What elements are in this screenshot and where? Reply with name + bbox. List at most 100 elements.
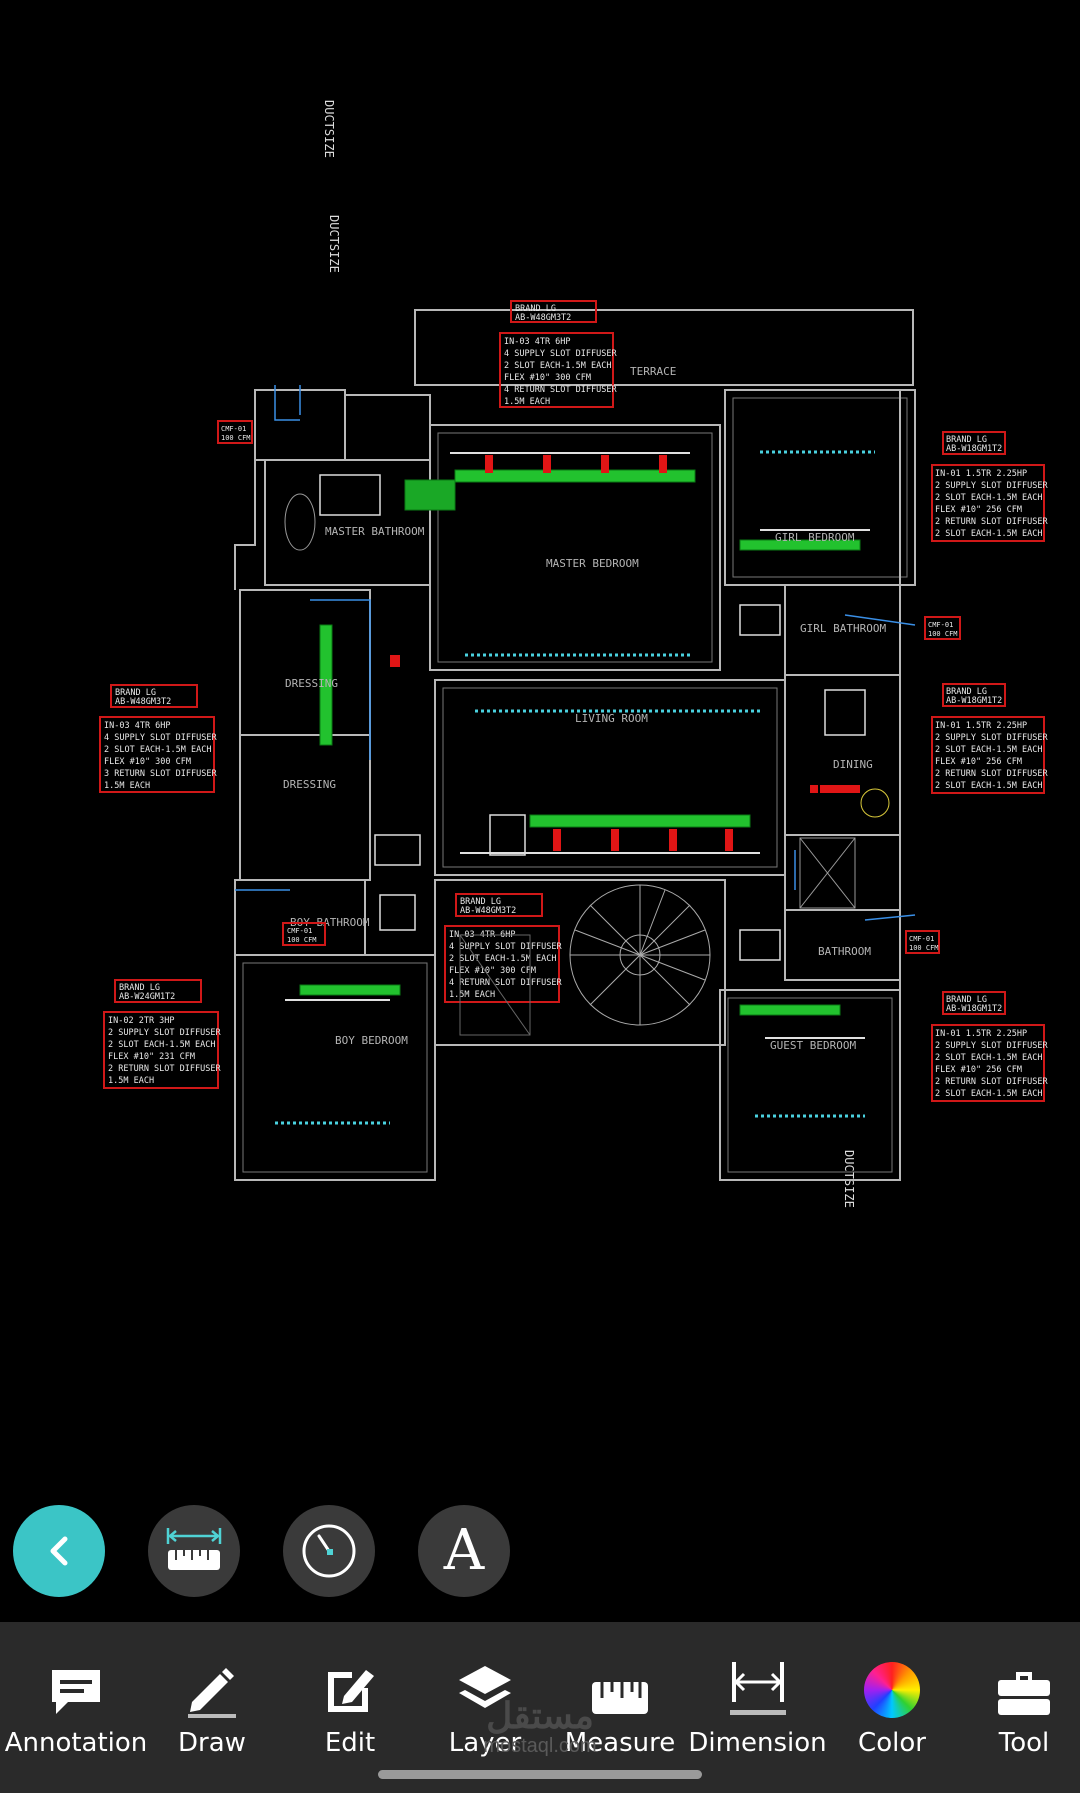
note-line: 100 CFM: [928, 630, 958, 638]
quick-text-button[interactable]: A: [418, 1505, 510, 1597]
note-line: AB-W18GM1T2: [946, 1004, 1002, 1014]
room-label-girl-bathroom: GIRL BATHROOM: [800, 622, 886, 635]
toolbar-edit[interactable]: Edit: [290, 1622, 410, 1762]
duct-size-label: DUCTSIZE: [327, 215, 341, 273]
room-label-boy-bedroom: BOY BEDROOM: [335, 1034, 408, 1047]
note-line: 4 RETURN SLOT DIFFUSER: [504, 385, 617, 395]
toolbar-color[interactable]: Color: [832, 1622, 952, 1762]
pencil-icon: [188, 1668, 236, 1718]
note-line: 2 SLOT EACH-1.5M EACH: [449, 954, 556, 964]
note-line: 4 SUPPLY SLOT DIFFUSER: [504, 349, 617, 359]
note-line: 4 RETURN SLOT DIFFUSER: [449, 978, 562, 988]
note-line: CMF-01: [221, 425, 246, 433]
note-line: IN-03 4TR 6HP: [104, 721, 171, 731]
note-line: 2 SUPPLY SLOT DIFFUSER: [935, 481, 1048, 491]
dimension-icon: [729, 1662, 786, 1715]
note-line: CMF-01: [909, 935, 934, 943]
ruler-icon: [592, 1682, 648, 1714]
note-line: CMF-01: [928, 621, 953, 629]
toolbar-tool[interactable]: Tool: [968, 1622, 1080, 1762]
spiral-stair: [569, 884, 711, 1026]
note-line: IN-01 1.5TR 2.25HP: [935, 469, 1027, 479]
room-label-boy-bathroom: BOY BATHROOM: [290, 916, 370, 929]
toolbar-annotation[interactable]: Annotation: [0, 1622, 152, 1762]
room-label-terrace: TERRACE: [630, 365, 676, 378]
toolbar-label: Annotation: [4, 1728, 148, 1758]
annotation-icon: [52, 1670, 100, 1714]
note-line: AB-W18GM1T2: [946, 696, 1002, 706]
note-line: 2 RETURN SLOT DIFFUSER: [935, 1077, 1048, 1087]
back-button[interactable]: [13, 1505, 105, 1597]
note-line: AB-W48GM3T2: [460, 906, 516, 916]
note-line: AB-W48GM3T2: [115, 697, 171, 707]
chevron-left-icon: [50, 1536, 68, 1566]
room-label-girl-bedroom: GIRL BEDROOM: [775, 531, 855, 544]
fixtures: [284, 493, 890, 1036]
toolbar-draw[interactable]: Draw: [152, 1622, 272, 1762]
note-line: 2 SLOT EACH-1.5M EACH: [935, 529, 1042, 539]
room-label-master-bathroom: MASTER BATHROOM: [325, 525, 425, 538]
note-line: FLEX #10" 300 CFM: [504, 373, 591, 383]
note-line: BRAND LG: [515, 304, 556, 314]
note-line: 2 SUPPLY SLOT DIFFUSER: [935, 733, 1048, 743]
note-line: 3 RETURN SLOT DIFFUSER: [104, 769, 217, 779]
toolbar-dimension[interactable]: Dimension: [688, 1622, 827, 1762]
quick-angle-button[interactable]: [283, 1505, 375, 1597]
note-line: 100 CFM: [287, 936, 317, 944]
note-line: IN-03 4TR 6HP: [504, 337, 571, 347]
return-diffusers: [275, 450, 875, 1125]
slot-diffusers: [285, 452, 870, 1039]
note-line: 2 SLOT EACH-1.5M EACH: [104, 745, 211, 755]
note-line: BRAND LG: [946, 687, 987, 697]
room-label-living-room: LIVING ROOM: [575, 712, 648, 725]
note-line: AB-W24GM1T2: [119, 992, 175, 1002]
note-line: IN-01 1.5TR 2.25HP: [935, 721, 1027, 731]
toolbar-label: Dimension: [688, 1728, 827, 1758]
note-line: FLEX #10" 231 CFM: [108, 1052, 195, 1062]
room-label-dining: DINING: [833, 758, 873, 771]
note-line: 2 SLOT EACH-1.5M EACH: [935, 1089, 1042, 1099]
toolbar-layer[interactable]: Layer: [425, 1622, 545, 1762]
quick-measure-button[interactable]: [148, 1505, 240, 1597]
indoor-units: [319, 474, 866, 961]
room-label-bathroom: BATHROOM: [818, 945, 871, 958]
watermark-text: mostaql.com: [483, 1735, 597, 1757]
toolbar-label: Layer: [448, 1728, 522, 1758]
note-line: 100 CFM: [221, 434, 251, 442]
note-line: CMF-01: [287, 927, 312, 935]
note-line: 2 SLOT EACH-1.5M EACH: [935, 745, 1042, 755]
note-line: 4 SUPPLY SLOT DIFFUSER: [104, 733, 217, 743]
note-line: 2 SLOT EACH-1.5M EACH: [504, 361, 611, 371]
edit-icon: [328, 1670, 374, 1712]
toolbar-label: Measure: [564, 1728, 676, 1758]
room-label-dressing-2: DRESSING: [283, 778, 336, 791]
toolbar-label: Draw: [178, 1728, 246, 1758]
toolbar-label: Tool: [998, 1728, 1050, 1758]
note-line: 2 SUPPLY SLOT DIFFUSER: [108, 1028, 221, 1038]
building-walls: [234, 309, 916, 1181]
note-line: IN-02 2TR 3HP: [108, 1016, 175, 1026]
room-label-dressing-1: DRESSING: [285, 677, 338, 690]
layers-icon: [459, 1666, 511, 1708]
note-line: BRAND LG: [460, 897, 501, 907]
note-line: 2 SLOT EACH-1.5M EACH: [935, 1053, 1042, 1063]
toolbar-measure[interactable]: Measure: [560, 1622, 680, 1762]
note-line: 2 SLOT EACH-1.5M EACH: [935, 781, 1042, 791]
ruler-measure-icon: [166, 1528, 222, 1570]
duct-size-label: DUCTSIZE: [842, 1150, 856, 1208]
home-indicator[interactable]: [378, 1770, 702, 1779]
note-line: BRAND LG: [115, 688, 156, 698]
note-line: 1.5M EACH: [108, 1076, 154, 1086]
toolbar-label: Color: [858, 1728, 926, 1758]
note-line: 1.5M EACH: [104, 781, 150, 791]
note-line: 2 SUPPLY SLOT DIFFUSER: [935, 1041, 1048, 1051]
cad-drawing-canvas[interactable]: DUCTSIZE DUCTSIZE DUCTSIZE: [0, 0, 1080, 1500]
room-label-guest-bedroom: GUEST BEDROOM: [770, 1039, 856, 1052]
note-line: BRAND LG: [119, 983, 160, 993]
note-line: FLEX #10" 256 CFM: [935, 757, 1022, 767]
note-line: 4 SUPPLY SLOT DIFFUSER: [449, 942, 562, 952]
note-line: FLEX #10" 300 CFM: [449, 966, 536, 976]
note-line: FLEX #10" 300 CFM: [104, 757, 191, 767]
bottom-toolbar: Annotation Draw Edit Layer: [0, 1622, 1080, 1793]
room-label-master-bedroom: MASTER BEDROOM: [546, 557, 639, 570]
